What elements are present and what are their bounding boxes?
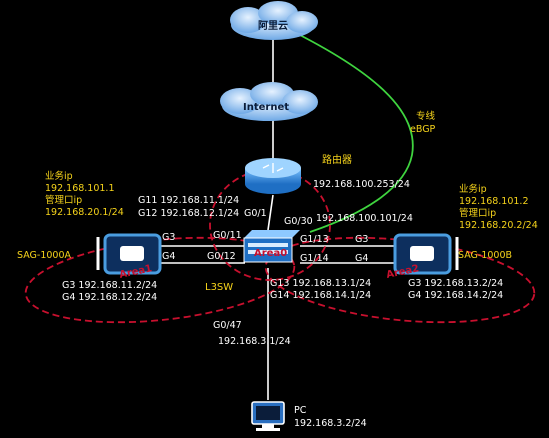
link-router-l3sw xyxy=(267,194,274,231)
sag-a-mgmt-ip: 192.168.20.1/24 xyxy=(45,207,124,218)
sag-a-g3-label: G3 xyxy=(162,232,175,243)
g030-ip-label: 192.168.100.101/24 xyxy=(316,213,413,224)
sag-b-g3-ip: G3 192.168.13.2/24 xyxy=(408,278,503,289)
pc-ip-label: 192.168.3.2/24 xyxy=(294,418,367,429)
g113-label: G1/13 xyxy=(300,234,329,245)
sag-b-biz-ip: 192.168.101.2 xyxy=(459,196,529,207)
router-ip-label: 192.168.100.253/24 xyxy=(313,179,410,190)
sag-1000b-label: SAG-1000B xyxy=(458,250,512,261)
internet-label: Internet xyxy=(243,102,289,113)
internet-cloud-icon xyxy=(220,82,318,121)
g13-ip-label: G13 192.168.13.1/24 xyxy=(270,278,371,289)
l3sw-label: L3SW xyxy=(205,282,233,293)
ebgp-dedicated-line xyxy=(289,29,414,233)
dedicated-line-label: 专线 xyxy=(416,110,436,122)
sag-b-mgmt-ip: 192.168.20.2/24 xyxy=(459,220,538,231)
sag-a-biz-ip: 192.168.101.1 xyxy=(45,183,115,194)
g14-ip-label: G14 192.168.14.1/24 xyxy=(270,290,371,301)
g114-label: G1/14 xyxy=(300,253,329,264)
sag-a-biz-ip-label: 业务ip xyxy=(45,170,73,182)
sag-b-biz-ip-label: 业务ip xyxy=(459,183,487,195)
sag-a-g3-ip: G3 192.168.11.2/24 xyxy=(62,280,157,291)
pc-label: PC xyxy=(294,405,307,416)
sag-a-mgmt-label: 管理口ip xyxy=(45,194,82,206)
sag-b-g4-ip: G4 192.168.14.2/24 xyxy=(408,290,503,301)
sag-a-g4-label: G4 xyxy=(162,251,175,262)
aliyun-cloud-icon xyxy=(230,1,318,40)
aliyun-label: 阿里云 xyxy=(258,20,288,32)
sag-b-mgmt-label: 管理口ip xyxy=(459,207,496,219)
g030-label: G0/30 xyxy=(284,216,313,227)
router-label: 路由器 xyxy=(322,153,352,166)
sag-b-g4-label: G4 xyxy=(355,253,368,264)
sag-b-g3-label: G3 xyxy=(355,234,368,245)
sag-1000b-device-icon xyxy=(393,233,459,275)
g01-label: G0/1 xyxy=(244,208,267,219)
g12-ip-label: G12 192.168.12.1/24 xyxy=(138,208,239,219)
router-icon xyxy=(245,158,301,194)
g047-label: G0/47 xyxy=(213,320,242,331)
g11-ip-label: G11 192.168.11.1/24 xyxy=(138,195,239,206)
g012-label: G0/12 xyxy=(207,251,236,262)
ebgp-label: eBGP xyxy=(410,124,436,135)
sag-a-g4-ip: G4 192.168.12.2/24 xyxy=(62,292,157,303)
area0-label: Area0 xyxy=(254,248,287,259)
l3-switch-icon xyxy=(243,230,300,263)
g047-ip-label: 192.168.3.1/24 xyxy=(218,336,291,347)
g011-label: G0/11 xyxy=(213,230,242,241)
sag-1000a-label: SAG-1000A xyxy=(17,250,72,261)
sag-1000a-device-icon xyxy=(96,233,162,275)
pc-icon xyxy=(251,401,285,431)
